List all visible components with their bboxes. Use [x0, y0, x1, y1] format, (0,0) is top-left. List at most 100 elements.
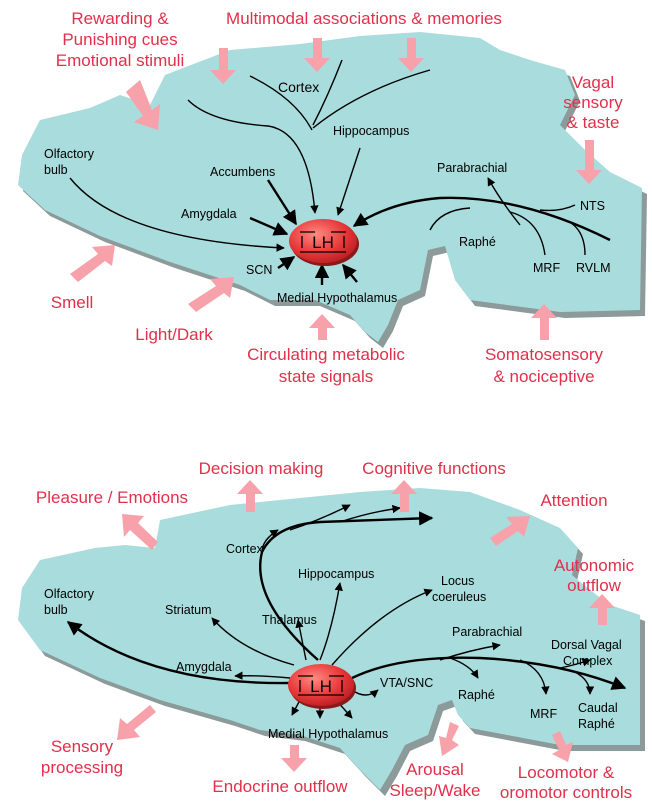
bottom-path-thalamus [295, 619, 307, 661]
bottom-label-locus-2: coeruleus [432, 590, 486, 604]
bottom-path-amygdala [234, 671, 291, 680]
cue-arrow-autonomic [589, 594, 615, 625]
top-label-cortex: Cortex [278, 79, 319, 95]
bottom-path-mrf [519, 659, 550, 695]
cue-vagal-3: & taste [567, 113, 620, 132]
cue-arrow-cognitive [391, 480, 417, 512]
top-path-cortex-b [249, 75, 313, 131]
top-path-rvlm [559, 217, 586, 256]
cue-sensory-1: Sensory [51, 737, 114, 756]
cue-arrow-locomotor [552, 731, 573, 762]
bottom-label-dvc-2: Complex [563, 654, 613, 668]
top-path-scn [277, 256, 296, 271]
cue-arrow-multimodal-1 [210, 48, 236, 84]
top-label-olfactory-1: Olfactory [44, 147, 95, 161]
bottom-lh-label: LH [310, 677, 332, 696]
cue-arrow-light [188, 277, 234, 312]
bottom-path-hippocampus [319, 582, 343, 661]
top-path-cortex-d [312, 69, 431, 129]
bottom-path-dvc [559, 658, 591, 669]
cue-vagal-1: Vagal [572, 73, 614, 92]
cue-locomotor-1: Locomotor & [518, 763, 615, 782]
bottom-label-olfactory-2: bulb [44, 603, 68, 617]
top-label-scn: SCN [246, 263, 272, 277]
top-brain-silhouette [18, 32, 642, 342]
bottom-path-brainstem [351, 656, 627, 690]
bottom-path-striatum [211, 617, 295, 666]
cue-vagal-2: sensory [563, 93, 623, 112]
bottom-label-cortex: Cortex [226, 542, 264, 556]
bottom-path-locus [331, 588, 433, 666]
top-label-hippocampus: Hippocampus [333, 124, 409, 138]
cue-sensory-2: processing [41, 758, 123, 777]
cue-circulating-2: state signals [279, 367, 374, 386]
bottom-path-cortex-c [339, 504, 401, 523]
cue-decision: Decision making [199, 459, 324, 478]
cue-arousal-2: Sleep/Wake [389, 781, 480, 800]
cue-arrow-arousal [439, 722, 459, 756]
top-lh-node: LH [289, 219, 359, 266]
top-label-raphe: Raphé [459, 235, 496, 249]
bottom-path-olfactory [66, 621, 291, 685]
top-label-rvlm: RVLM [576, 261, 611, 275]
top-panel: LH Cortex Hippocampus Olfactory bulb Acc… [18, 9, 647, 386]
bottom-label-hippocampus: Hippocampus [298, 567, 374, 581]
top-path-cortex-c [312, 59, 343, 126]
cue-arrow-somato [531, 304, 557, 340]
cue-somato-2: & nociceptive [493, 367, 594, 386]
cue-rewarding-2: Punishing cues [62, 30, 177, 49]
bottom-label-medial-hypothalamus: Medial Hypothalamus [268, 727, 388, 741]
cue-arrow-sensory [117, 705, 156, 740]
cue-endocrine: Endocrine outflow [212, 777, 348, 796]
bottom-path-mh-a [291, 699, 301, 716]
cue-attention: Attention [540, 491, 607, 510]
cue-light: Light/Dark [135, 325, 213, 344]
top-cue-arrows [70, 38, 602, 340]
bottom-path-cortex-b [289, 504, 351, 531]
top-path-raphe [429, 207, 471, 231]
top-path-olfactory [69, 177, 285, 252]
bottom-path-cortex [259, 511, 434, 661]
top-label-mrf: MRF [533, 261, 560, 275]
top-lh-label: LH [312, 233, 334, 252]
bottom-label-caudal-2: Raphé [578, 717, 615, 731]
top-label-amygdala: Amygdala [181, 207, 237, 221]
top-label-nts: NTS [580, 199, 605, 213]
top-label-olfactory-2: bulb [44, 163, 68, 177]
top-label-medial-hypothalamus: Medial Hypothalamus [277, 291, 397, 305]
top-path-nts [539, 204, 576, 212]
cue-rewarding-3: Emotional stimuli [56, 51, 185, 70]
bottom-label-locus-1: Locus [441, 574, 474, 588]
cue-rewarding-1: Rewarding & [71, 9, 169, 28]
bottom-panel: LH Cortex Hippocampus Olfactory bulb Str… [18, 459, 645, 802]
bottom-path-raphe [449, 657, 479, 679]
cue-autonomic-2: outflow [567, 576, 622, 595]
cue-arrow-multimodal-2 [304, 38, 330, 72]
cue-smell: Smell [51, 293, 94, 312]
top-path-amygdala [249, 216, 289, 236]
cue-arrow-vagal [576, 140, 602, 184]
bottom-label-raphe: Raphé [458, 688, 495, 702]
bottom-path-cortex-a [261, 529, 279, 553]
cue-autonomic-1: Autonomic [554, 556, 635, 575]
cue-arrow-circulating [309, 314, 335, 340]
bottom-label-amygdala: Amygdala [176, 660, 232, 674]
cue-pleasure: Pleasure / Emotions [36, 488, 188, 507]
cue-multimodal: Multimodal associations & memories [226, 9, 502, 28]
bottom-label-parabrachial: Parabrachial [452, 625, 522, 639]
bottom-label-striatum: Striatum [165, 603, 212, 617]
cue-arrow-smell [70, 245, 115, 282]
bottom-label-caudal-1: Caudal [578, 701, 618, 715]
cue-arrow-pleasure [122, 514, 158, 550]
top-path-cortex-a [187, 99, 319, 214]
cue-arrow-endocrine [281, 745, 307, 772]
bottom-label-vta: VTA/SNC [380, 676, 433, 690]
cue-arrow-decision [237, 480, 263, 512]
bottom-lh-node: LH [288, 664, 356, 709]
cue-arousal-1: Arousal [406, 760, 464, 779]
cue-circulating-1: Circulating metabolic [247, 345, 405, 364]
cue-locomotor-2: oromotor controls [500, 783, 632, 802]
bottom-label-olfactory-1: Olfactory [44, 587, 95, 601]
bottom-path-parabrachial [439, 642, 501, 661]
top-path-accumbens [266, 179, 298, 226]
